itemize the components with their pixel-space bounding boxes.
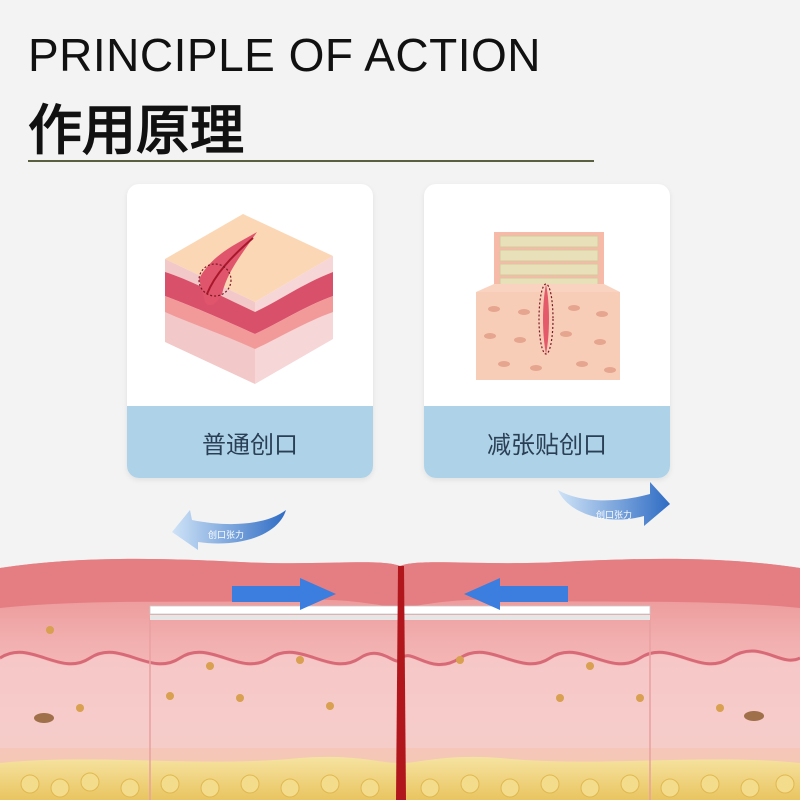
tension-arrow-left: 创口张力 [172, 510, 286, 550]
title-divider [28, 160, 594, 162]
tension-label-right: 创口张力 [596, 509, 632, 521]
card-ordinary-wound: 普通创口 [127, 184, 373, 478]
page-title-en: PRINCIPLE OF ACTION [28, 29, 542, 81]
ordinary-wound-illustration [165, 214, 333, 384]
page-title-cn: 作用原理 [28, 99, 244, 162]
skin-cross-section [0, 558, 800, 800]
tension-patch-illustration [476, 232, 620, 380]
card-tension-patch-wound: 减张贴创口 [424, 184, 670, 478]
tension-label-left: 创口张力 [208, 529, 244, 541]
tension-arrow-right: 创口张力 [558, 482, 670, 526]
card-label-ordinary: 普通创口 [127, 406, 373, 478]
card-label-tension-patch: 减张贴创口 [424, 406, 670, 478]
tension-patch-strips [149, 605, 651, 620]
